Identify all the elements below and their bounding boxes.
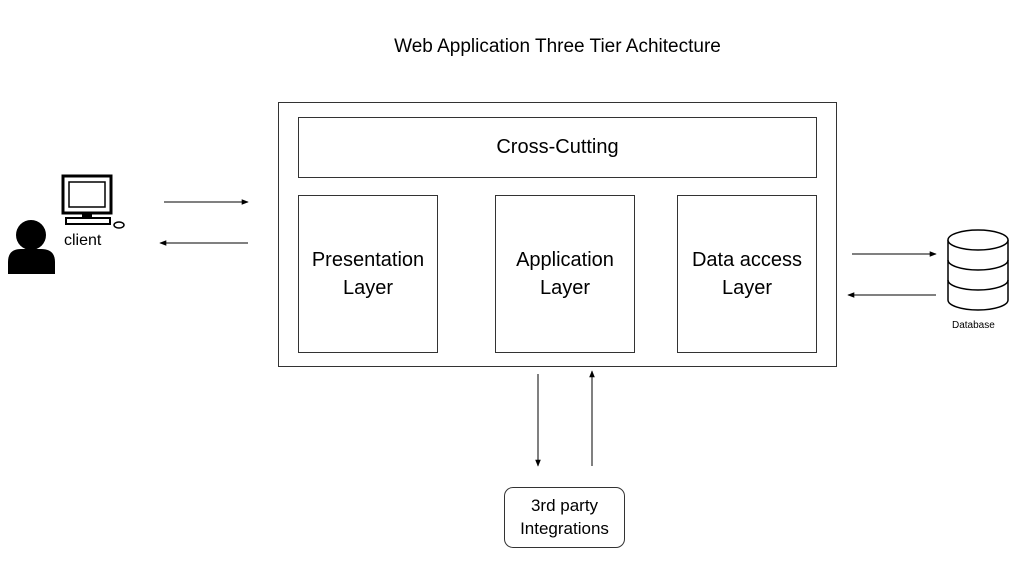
diagram-title: Web Application Three Tier Achitecture	[394, 36, 721, 57]
data-access-layer-label: Data access Layer	[692, 246, 802, 302]
user-icon	[8, 220, 55, 274]
presentation-layer-box: Presentation Layer	[298, 195, 438, 353]
cross-cutting-box: Cross-Cutting	[298, 117, 817, 178]
data-access-layer-line2: Layer	[721, 277, 773, 299]
application-layer-label: Application Layer	[516, 246, 614, 302]
application-layer-line1: Application	[516, 249, 614, 271]
database-label: Database	[952, 320, 995, 331]
database-icon	[947, 229, 1009, 311]
third-party-line2: Integrations	[520, 518, 609, 538]
application-layer-box: Application Layer	[495, 195, 635, 353]
data-access-layer-line1: Data access	[691, 249, 803, 271]
third-party-integrations-box: 3rd party Integrations	[504, 487, 625, 548]
third-party-label: 3rd party Integrations	[520, 495, 609, 541]
presentation-layer-line1: Presentation	[311, 249, 425, 271]
third-party-line1: 3rd party	[530, 495, 599, 515]
cross-cutting-label: Cross-Cutting	[496, 136, 619, 158]
presentation-layer-label: Presentation Layer	[312, 246, 424, 302]
presentation-layer-line2: Layer	[342, 277, 393, 299]
computer-icon	[61, 174, 125, 229]
data-access-layer-box: Data access Layer	[677, 195, 817, 353]
application-layer-line2: Layer	[539, 277, 591, 299]
client-label: client	[64, 232, 102, 249]
